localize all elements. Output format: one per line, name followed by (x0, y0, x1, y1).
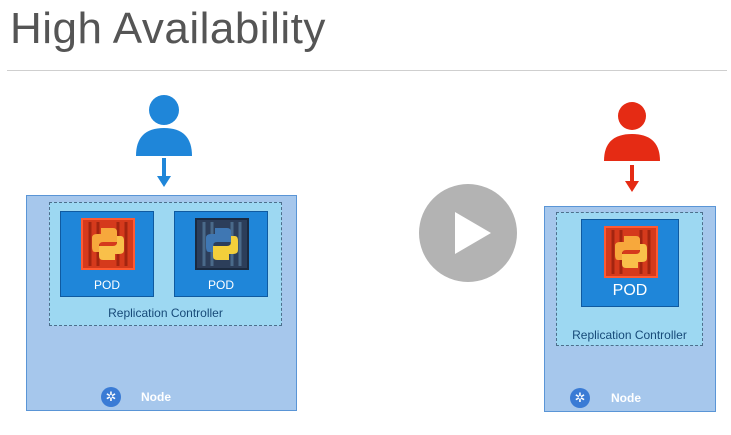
node-label: Node (611, 391, 641, 405)
replication-controller-left: POD POD Replication Controller (49, 202, 282, 326)
python-icon (195, 218, 249, 270)
down-arrow-icon (625, 165, 639, 192)
replication-controller-right: POD Replication Controller (556, 212, 703, 346)
node-label: Node (141, 390, 171, 404)
user-icon (604, 102, 660, 161)
title-divider (7, 70, 727, 71)
node-left: POD POD Replication Controller ✲ Node (26, 195, 297, 411)
pod-label: POD (207, 278, 234, 292)
play-icon (455, 212, 491, 254)
kubernetes-icon: ✲ (570, 388, 590, 408)
slide-title: High Availability (10, 4, 326, 53)
kubernetes-icon: ✲ (101, 387, 121, 407)
pod-healthy: POD (174, 211, 268, 297)
user-icon (136, 95, 192, 156)
python-icon (604, 226, 658, 278)
replication-controller-label: Replication Controller (572, 328, 687, 342)
pod-label: POD (612, 282, 648, 299)
play-button[interactable] (419, 184, 517, 282)
node-right: POD Replication Controller ✲ Node (544, 206, 716, 412)
replication-controller-label: Replication Controller (108, 306, 223, 320)
pod-failed: POD (60, 211, 154, 297)
python-icon (81, 218, 135, 270)
pod-label: POD (93, 278, 120, 292)
pod-failed: POD (581, 219, 679, 307)
down-arrow-icon (157, 158, 171, 187)
